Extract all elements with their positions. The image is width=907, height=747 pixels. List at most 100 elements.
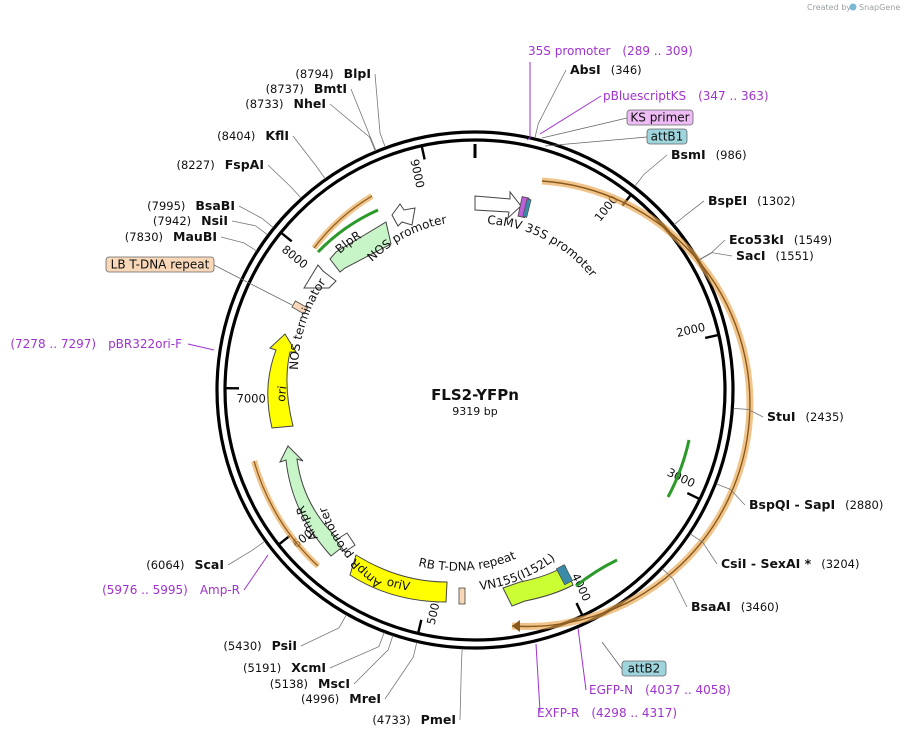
box-leader (545, 137, 647, 146)
site-position: (8404) (217, 129, 255, 143)
tick-mark (279, 536, 290, 545)
site-name[interactable]: PmeI (421, 712, 456, 727)
site-position: (3204) (821, 557, 859, 571)
watermark-brand: SnapGene (859, 3, 900, 12)
site-name[interactable]: ScaI (195, 557, 225, 572)
site-name[interactable]: KflI (265, 128, 289, 143)
primer-name[interactable]: pBluescriptKS (603, 89, 686, 103)
site-position: (1302) (757, 194, 795, 208)
primer-leader (536, 644, 540, 711)
site-name[interactable]: StuI (767, 409, 796, 424)
feature-label-camv: CaMV 35S promoter (487, 213, 600, 280)
site-position: (5430) (223, 639, 261, 653)
primer-range: (7278 .. 7297) (10, 337, 96, 351)
site-leader-line (239, 206, 273, 228)
tick-label: 7000 (236, 391, 265, 405)
site-position: (986) (716, 148, 747, 162)
site-name[interactable]: MreI (349, 691, 381, 706)
tick-mark (422, 146, 425, 160)
site-position: (1549) (794, 233, 832, 247)
site-leader-line (460, 649, 462, 720)
site-name[interactable]: SacI (736, 248, 766, 263)
feature-box-label: KS primer (630, 111, 689, 125)
site-position: (7830) (125, 230, 163, 244)
site-leader-line (330, 104, 375, 151)
site-name[interactable]: BsaAI (691, 599, 731, 614)
site-leader-line (268, 165, 301, 198)
site-name[interactable]: PsiI (272, 638, 297, 653)
feature-label-ori: ori (274, 385, 289, 402)
site-name[interactable]: FspAI (225, 157, 264, 172)
site-position: (4733) (372, 713, 410, 727)
site-name[interactable]: BsmI (671, 147, 706, 162)
feature-box-label: LB T-DNA repeat (111, 258, 210, 272)
tick-mark (418, 620, 421, 634)
watermark-text: Created by (807, 3, 851, 12)
site-name[interactable]: BmtI (314, 81, 347, 96)
site-name[interactable]: MscI (318, 676, 350, 691)
box-leader (602, 642, 622, 669)
primer-range: (289 .. 309) (622, 44, 692, 58)
site-position: (8227) (176, 158, 214, 172)
site-name[interactable]: NsiI (201, 213, 228, 228)
site-name[interactable]: BlpI (344, 66, 371, 81)
site-name[interactable]: BsaBI (195, 198, 235, 213)
tick-mark (577, 603, 583, 616)
primer-name[interactable]: EGFP-N (589, 683, 633, 697)
site-leader-line (293, 136, 325, 179)
site-name[interactable]: CsiI - SexAI * (721, 556, 812, 571)
site-position: (2880) (845, 498, 883, 512)
site-leader-line (351, 89, 376, 151)
feature-box-label: attB2 (628, 662, 661, 676)
site-position: (2435) (806, 410, 844, 424)
site-position: (1551) (776, 249, 814, 263)
tick-mark (687, 493, 700, 499)
primer-range: (4037 .. 4058) (645, 683, 731, 697)
site-leader-line (301, 615, 346, 646)
primer-range: (4298 .. 4317) (591, 706, 677, 720)
primer-name[interactable]: EXFP-R (537, 706, 579, 720)
site-position: (6064) (146, 558, 184, 572)
plasmid-title: FLS2-YFPn (431, 386, 519, 404)
site-name[interactable]: AbsI (570, 62, 601, 77)
primer-name[interactable]: pBR322ori-F (108, 337, 182, 351)
site-name[interactable]: MauBI (173, 229, 217, 244)
feature-name-8: RB T-DNA repeat (417, 548, 518, 574)
site-position: (5138) (270, 677, 308, 691)
primer-name[interactable]: Amp-R (200, 583, 240, 597)
site-leader-line (385, 642, 417, 699)
site-name[interactable]: XcmI (291, 660, 326, 675)
rb-tdna-repeat-mark (459, 588, 465, 604)
site-name[interactable]: BspQI - SapI (749, 497, 835, 512)
site-leader-line (330, 633, 384, 668)
site-position: (8794) (295, 67, 333, 81)
site-name[interactable]: Eco53kI (729, 232, 784, 247)
tick-label: 9000 (407, 158, 427, 190)
feature-name-4: ori (274, 385, 289, 402)
site-leader-line (699, 240, 725, 260)
box-leader (214, 265, 292, 305)
site-name[interactable]: NheI (294, 96, 327, 111)
site-position: (4996) (301, 692, 339, 706)
box-leader (542, 118, 627, 138)
plasmid-length: 9319 bp (452, 405, 497, 418)
site-position: (3460) (741, 600, 779, 614)
site-leader-line (354, 636, 393, 684)
primer-leader (244, 555, 268, 590)
site-leader-line (674, 201, 704, 225)
site-position: (7995) (147, 199, 185, 213)
feature-name-3: NOS terminator (287, 276, 329, 370)
primer-leader (578, 628, 586, 690)
site-leader-line (635, 155, 667, 186)
site-leader-line (699, 253, 732, 261)
primer-name[interactable]: 35S promoter (528, 44, 610, 58)
feature-name-0: CaMV 35S promoter (487, 213, 600, 280)
feature-arrows (268, 192, 573, 606)
site-name[interactable]: BspEI (708, 193, 747, 208)
site-position: (8737) (266, 82, 304, 96)
primer-leader (527, 62, 530, 140)
site-position: (5191) (243, 661, 281, 675)
snapgene-logo-icon (850, 4, 857, 11)
